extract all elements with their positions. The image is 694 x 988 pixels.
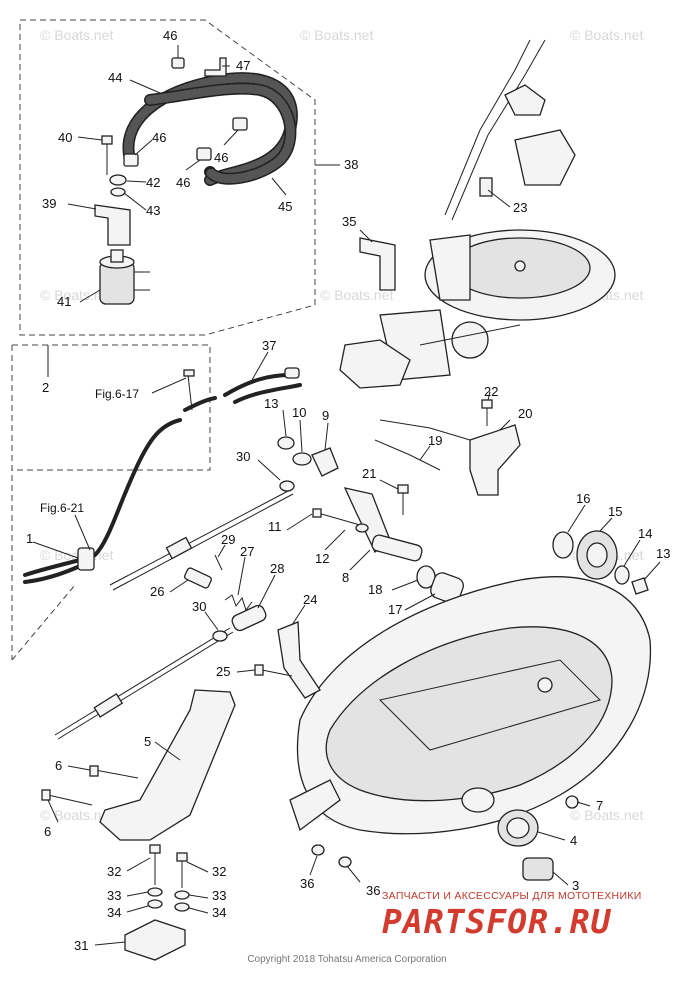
part-label-23: 23 <box>513 200 527 215</box>
part-label-4: 4 <box>570 833 577 848</box>
base-plate-assembly <box>124 844 190 961</box>
part-label-39: 39 <box>42 196 56 211</box>
watermark: © Boats.net <box>40 287 113 303</box>
watermark: © Boats.net <box>40 27 113 43</box>
part-label-31: 31 <box>74 938 88 953</box>
wiring-assembly <box>23 367 302 584</box>
part-label-35: 35 <box>342 214 356 229</box>
part-label-21: 21 <box>362 466 376 481</box>
part-label-5: 5 <box>144 734 151 749</box>
cam-arm-linkage <box>277 436 464 604</box>
control-cables <box>54 480 295 740</box>
figure-reference: Fig.6-21 <box>40 501 84 515</box>
part-label-34: 34 <box>212 905 226 920</box>
part-label-30: 30 <box>236 449 250 464</box>
part-label-13: 13 <box>264 396 278 411</box>
fuel-filter-assembly <box>94 57 298 305</box>
part-label-3: 3 <box>572 878 579 893</box>
parts-site-branding: ЗАПЧАСТИ И АКСЕССУАРЫ ДЛЯ МОТОТЕХНИКИ PA… <box>382 890 682 941</box>
part-label-32: 32 <box>212 864 226 879</box>
part-label-36: 36 <box>366 883 380 898</box>
part-label-24: 24 <box>303 592 317 607</box>
part-label-36: 36 <box>300 876 314 891</box>
watermark: © Boats.net <box>300 27 373 43</box>
part-label-45: 45 <box>278 199 292 214</box>
part-label-1: 1 <box>26 531 33 546</box>
part-label-44: 44 <box>108 70 122 85</box>
part-label-13: 13 <box>656 546 670 561</box>
part-label-18: 18 <box>368 582 382 597</box>
part-label-42: 42 <box>146 175 160 190</box>
part-label-20: 20 <box>518 406 532 421</box>
leader-lines <box>32 45 661 946</box>
part-label-46: 46 <box>176 175 190 190</box>
part-label-8: 8 <box>342 570 349 585</box>
part-label-25: 25 <box>216 664 230 679</box>
part-label-2: 2 <box>42 380 49 395</box>
part-label-34: 34 <box>107 905 121 920</box>
figure-reference: Fig.6-17 <box>95 387 139 401</box>
watermark: © Boats.net <box>570 807 643 823</box>
brand-tagline: ЗАПЧАСТИ И АКСЕССУАРЫ ДЛЯ МОТОТЕХНИКИ <box>382 890 642 902</box>
part-label-6: 6 <box>55 758 62 773</box>
part-label-30: 30 <box>192 599 206 614</box>
part-label-26: 26 <box>150 584 164 599</box>
part-label-28: 28 <box>270 561 284 576</box>
part-label-33: 33 <box>212 888 226 903</box>
part-label-6: 6 <box>44 824 51 839</box>
part-label-16: 16 <box>576 491 590 506</box>
part-label-7: 7 <box>596 798 603 813</box>
part-label-15: 15 <box>608 504 622 519</box>
cable-bracket <box>254 621 321 699</box>
watermark: © Boats.net <box>320 287 393 303</box>
stopper-assembly <box>374 399 521 515</box>
throttle-linkage-assembly <box>339 39 616 389</box>
copyright-notice: Copyright 2018 Tohatsu America Corporati… <box>247 954 447 965</box>
part-label-29: 29 <box>221 532 235 547</box>
part-label-22: 22 <box>484 384 498 399</box>
part-label-43: 43 <box>146 203 160 218</box>
part-label-12: 12 <box>315 551 329 566</box>
part-label-19: 19 <box>428 433 442 448</box>
part-label-32: 32 <box>107 864 121 879</box>
group-outlines <box>11 19 316 661</box>
part-label-10: 10 <box>292 405 306 420</box>
part-label-11: 11 <box>268 519 282 534</box>
part-label-17: 17 <box>388 602 402 617</box>
part-label-14: 14 <box>638 526 652 541</box>
part-labels: 46 47 44 40 46 46 46 42 43 39 41 45 38 3… <box>26 28 670 953</box>
part-label-37: 37 <box>262 338 276 353</box>
watermark: © Boats.net <box>570 27 643 43</box>
part-label-38: 38 <box>344 157 358 172</box>
part-label-9: 9 <box>322 408 329 423</box>
part-label-41: 41 <box>57 294 71 309</box>
brand-logo: PARTSFOR.RU <box>382 902 612 941</box>
part-label-46: 46 <box>152 130 166 145</box>
mount-bracket <box>41 689 236 841</box>
part-label-33: 33 <box>107 888 121 903</box>
watermark: © Boats.net <box>40 807 113 823</box>
bottom-cowling <box>289 576 652 881</box>
part-label-27: 27 <box>240 544 254 559</box>
part-label-40: 40 <box>58 130 72 145</box>
part-label-46: 46 <box>214 150 228 165</box>
part-label-46: 46 <box>163 28 177 43</box>
pulley-group <box>552 530 649 595</box>
part-label-47: 47 <box>236 58 250 73</box>
